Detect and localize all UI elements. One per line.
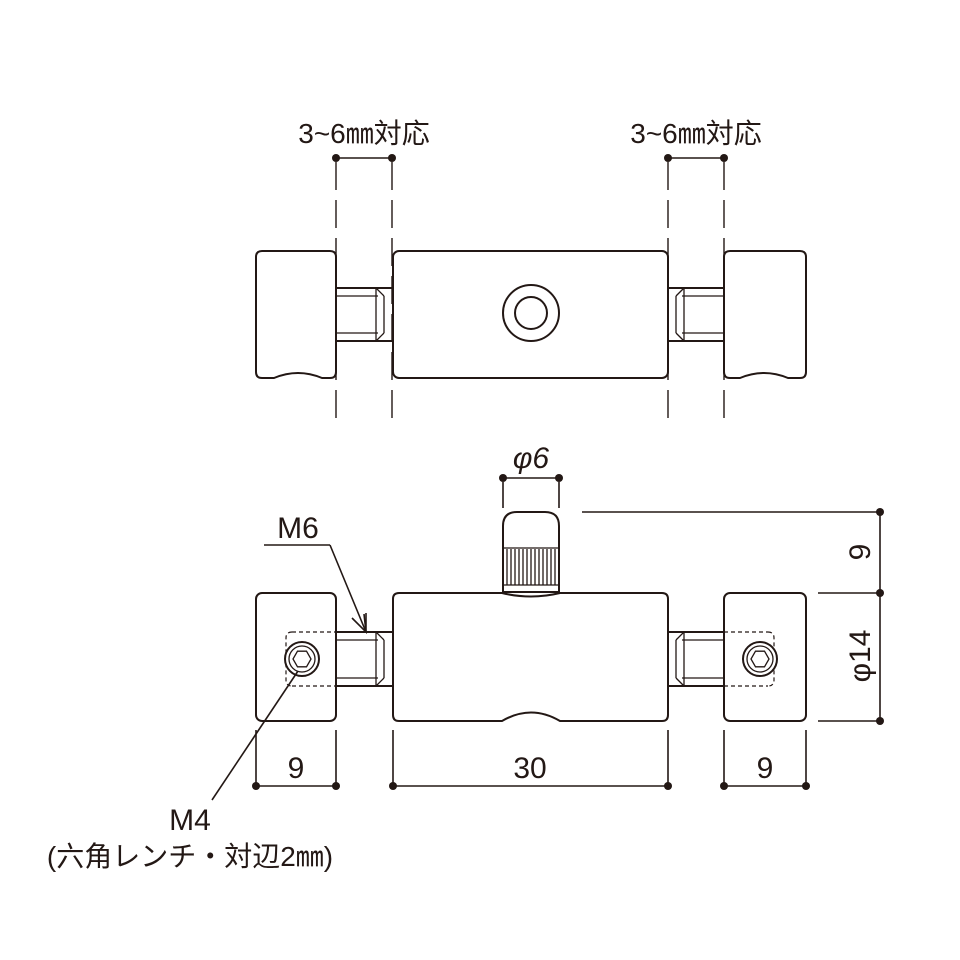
center-body-front <box>392 592 669 722</box>
left-knob-top <box>255 250 337 379</box>
right-shaft-front <box>668 631 724 687</box>
clamp-range-label-left: 3~6㎜対応 <box>298 118 430 149</box>
dim-knob-height-9-label: 9 <box>844 544 877 561</box>
left-shaft-front <box>336 631 393 687</box>
m4-leader <box>211 670 299 801</box>
left-shaft-top <box>336 287 392 342</box>
clamp-range-dim-right <box>664 154 728 425</box>
vertical-dims <box>582 508 884 725</box>
clamp-range-dim-left <box>332 154 396 425</box>
center-knob-side <box>502 511 560 593</box>
front-view <box>211 474 884 801</box>
thread-m6-label: M6 <box>277 512 319 545</box>
thread-m4-label: M4 <box>169 804 211 837</box>
right-shaft-top <box>668 287 724 342</box>
clamp-range-label-right: 3~6㎜対応 <box>630 118 762 149</box>
dia-knob-dim <box>499 474 563 508</box>
right-hex-screw <box>742 641 778 677</box>
wrench-note-label: (六角レンチ・対辺2㎜) <box>47 841 333 872</box>
center-knob-top-circle <box>502 284 560 342</box>
dim-center-30-label: 30 <box>513 752 546 785</box>
right-knob-top <box>723 250 807 379</box>
left-hex-screw <box>284 641 320 677</box>
dia-knob-label: φ6 <box>513 442 550 475</box>
m6-leader <box>264 544 368 635</box>
top-view <box>255 154 807 425</box>
bottom-dims <box>252 730 810 790</box>
dim-body-dia-14-label: φ14 <box>844 630 877 683</box>
dim-left-9-label: 9 <box>288 752 305 785</box>
dim-right-9-label: 9 <box>757 752 774 785</box>
